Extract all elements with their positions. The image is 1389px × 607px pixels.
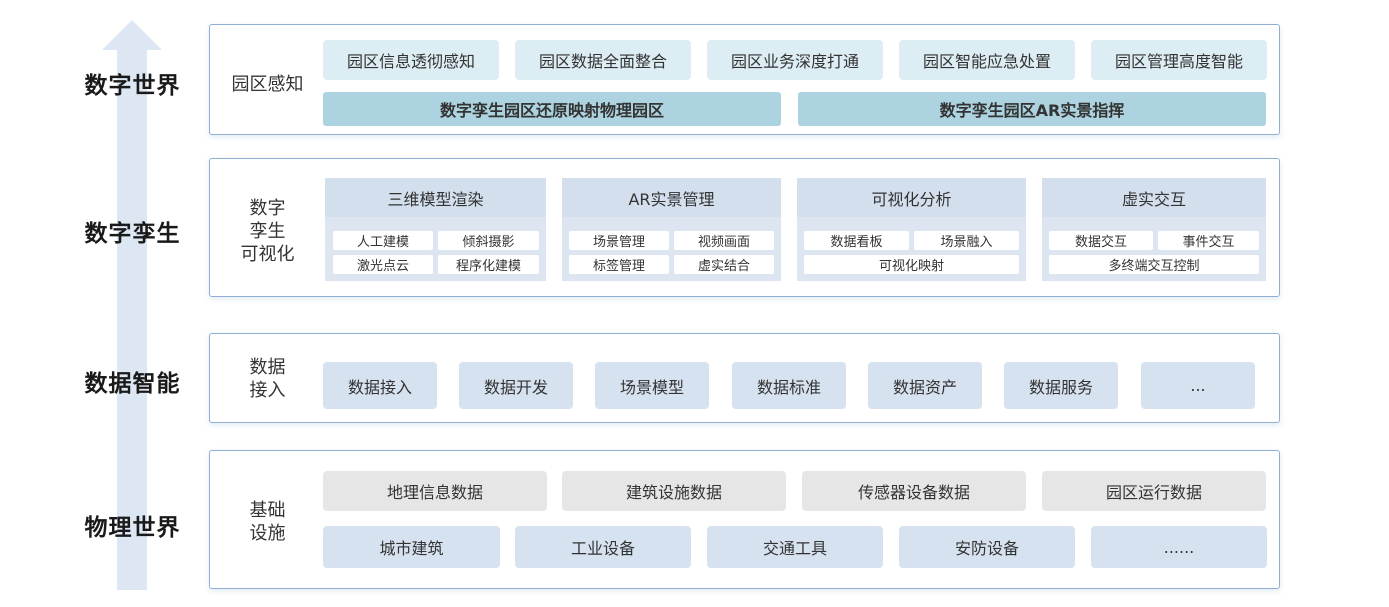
category-title: AR实景管理 bbox=[562, 178, 781, 217]
category-chip: 激光点云 bbox=[333, 255, 433, 274]
layer-label-digital-world: 数字世界 bbox=[84, 73, 181, 99]
infra-data-item: 传感器设备数据 bbox=[802, 471, 1026, 511]
category-chip: 场景融入 bbox=[914, 231, 1019, 250]
category-title: 可视化分析 bbox=[797, 178, 1026, 217]
perception-bar: 数字孪生园区还原映射物理园区 bbox=[323, 92, 781, 126]
panel-data-access: 数据 接入 数据接入 数据开发 场景模型 数据标准 数据资产 数据服务 ... bbox=[209, 333, 1280, 423]
category-title: 虚实交互 bbox=[1042, 178, 1266, 217]
category-chip: 事件交互 bbox=[1158, 231, 1259, 250]
infra-asset-item: 安防设备 bbox=[899, 526, 1075, 568]
category-chip: 数据交互 bbox=[1049, 231, 1153, 250]
panel-title: 园区感知 bbox=[231, 74, 304, 95]
panel-title: 基础 设施 bbox=[220, 499, 315, 545]
infra-data-item: 建筑设施数据 bbox=[562, 471, 786, 511]
panel-title: 数字 孪生 可视化 bbox=[220, 197, 315, 266]
infra-asset-item: 工业设备 bbox=[515, 526, 691, 568]
panel-title-line: 基础 bbox=[249, 500, 286, 521]
perception-item: 园区管理高度智能 bbox=[1091, 40, 1267, 80]
data-item: 数据开发 bbox=[459, 362, 573, 409]
category-title: 三维模型渲染 bbox=[325, 178, 546, 217]
panel-title-line: 孪生 bbox=[249, 221, 286, 242]
data-item: 场景模型 bbox=[595, 362, 709, 409]
perception-bar: 数字孪生园区AR实景指挥 bbox=[798, 92, 1266, 126]
category-chip: 可视化映射 bbox=[804, 255, 1019, 274]
layer-label-data-intelligence: 数据智能 bbox=[84, 371, 181, 397]
data-item: 数据服务 bbox=[1004, 362, 1118, 409]
category-chip: 数据看板 bbox=[804, 231, 909, 250]
infra-asset-item: 城市建筑 bbox=[323, 526, 500, 568]
category-chip: 场景管理 bbox=[569, 231, 669, 250]
infra-asset-item: 交通工具 bbox=[707, 526, 883, 568]
panel-twin-visualization: 数字 孪生 可视化 三维模型渲染 人工建模 倾斜摄影 激光点云 程序化建模 AR… bbox=[209, 158, 1280, 297]
category-chip: 标签管理 bbox=[569, 255, 669, 274]
category-chip: 人工建模 bbox=[333, 231, 433, 250]
perception-item: 园区智能应急处置 bbox=[899, 40, 1075, 80]
upward-arrow-icon bbox=[102, 20, 162, 590]
panel-title-line: 可视化 bbox=[240, 244, 295, 265]
panel-infrastructure: 基础 设施 地理信息数据 建筑设施数据 传感器设备数据 园区运行数据 城市建筑 … bbox=[209, 450, 1280, 589]
category-chip: 虚实结合 bbox=[674, 255, 774, 274]
panel-title: 数据 接入 bbox=[220, 356, 315, 402]
panel-title-line: 设施 bbox=[249, 523, 286, 544]
category-chip: 视频画面 bbox=[674, 231, 774, 250]
panel-title-line: 数字 bbox=[249, 198, 286, 219]
layer-label-digital-twin: 数字孪生 bbox=[84, 221, 181, 247]
category-chip: 多终端交互控制 bbox=[1049, 255, 1259, 274]
category-chip: 程序化建模 bbox=[438, 255, 539, 274]
perception-item: 园区数据全面整合 bbox=[515, 40, 691, 80]
infra-asset-item: ...... bbox=[1091, 526, 1267, 568]
layer-label-physical-world: 物理世界 bbox=[84, 515, 181, 541]
data-item: ... bbox=[1141, 362, 1255, 409]
data-item: 数据接入 bbox=[323, 362, 437, 409]
category-chip: 倾斜摄影 bbox=[438, 231, 539, 250]
data-item: 数据资产 bbox=[868, 362, 982, 409]
infra-data-item: 地理信息数据 bbox=[323, 471, 547, 511]
panel-title-line: 接入 bbox=[249, 380, 286, 401]
infra-data-item: 园区运行数据 bbox=[1042, 471, 1266, 511]
panel-title-line: 数据 bbox=[249, 357, 286, 378]
perception-item: 园区信息透彻感知 bbox=[323, 40, 499, 80]
perception-item: 园区业务深度打通 bbox=[707, 40, 883, 80]
panel-perception: 园区感知 园区信息透彻感知 园区数据全面整合 园区业务深度打通 园区智能应急处置… bbox=[209, 24, 1280, 135]
data-item: 数据标准 bbox=[732, 362, 846, 409]
